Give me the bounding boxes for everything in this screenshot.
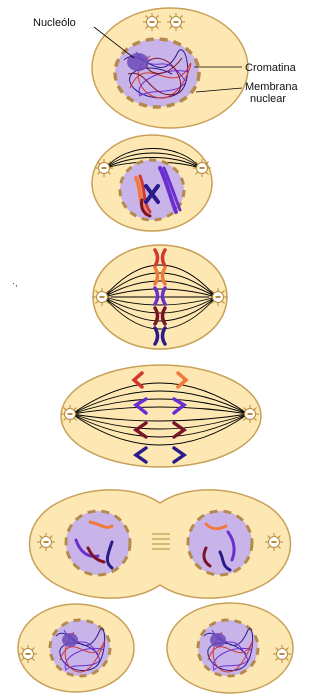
- nucleolus-label: Nucleólo: [33, 17, 76, 29]
- cell-prophase-icon: [92, 135, 212, 231]
- nucleolus-blob-left: [62, 633, 78, 647]
- nucleolus-blob-right: [210, 633, 226, 647]
- daughter-cells-icon: [18, 603, 293, 693]
- chromatin-label: Cromatina: [245, 62, 297, 74]
- cell-metaphase-icon: [93, 245, 227, 349]
- cell-anaphase-icon: [61, 365, 261, 467]
- membrane-label-line2: nuclear: [250, 93, 286, 105]
- stray-mark: ·,: [12, 278, 18, 288]
- membrane-label-line1: Membrana: [245, 81, 298, 93]
- cell-telophase-icon: [30, 490, 291, 598]
- cell-interphase-icon: [92, 8, 248, 128]
- nucleolus-blob: [127, 53, 149, 71]
